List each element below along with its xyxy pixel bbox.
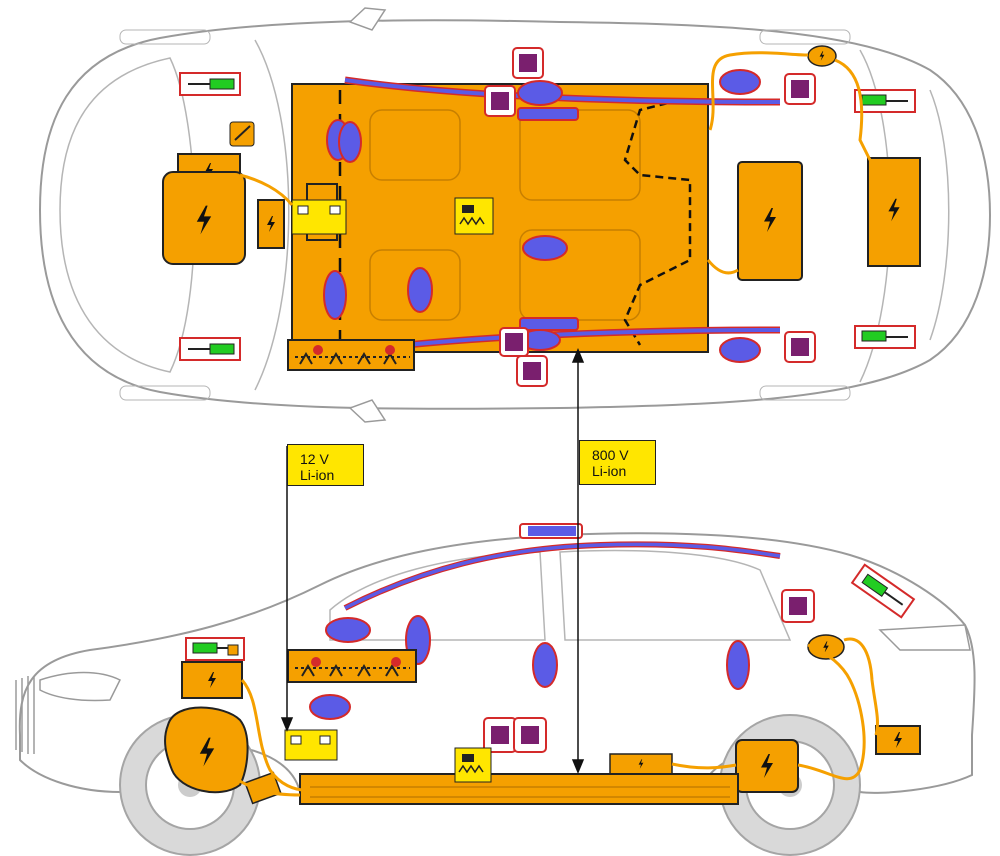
control-unit-spring-icon <box>454 197 494 235</box>
battery-12v-voltage: 12 V <box>300 451 329 467</box>
top-view-car <box>38 7 992 423</box>
battery-12v-callout: 12 V Li-ion <box>287 444 364 486</box>
side-view-car <box>15 523 976 856</box>
seatbelt-pretensioner-icon <box>484 47 816 387</box>
battery-800v-callout: 800 V Li-ion <box>579 440 656 485</box>
battery-800v-type: Li-ion <box>592 463 627 479</box>
battery-800v-voltage: 800 V <box>592 447 629 463</box>
high-voltage-symbol-icon <box>162 45 921 281</box>
battery-12v-type: Li-ion <box>300 467 335 483</box>
airbag-strip-top <box>287 339 415 371</box>
airbag-icon <box>323 69 761 363</box>
high-voltage-battery-side <box>299 773 739 805</box>
callout-arrows <box>280 348 585 774</box>
low-voltage-battery-top <box>291 199 347 235</box>
gas-strut-icon <box>179 72 916 361</box>
